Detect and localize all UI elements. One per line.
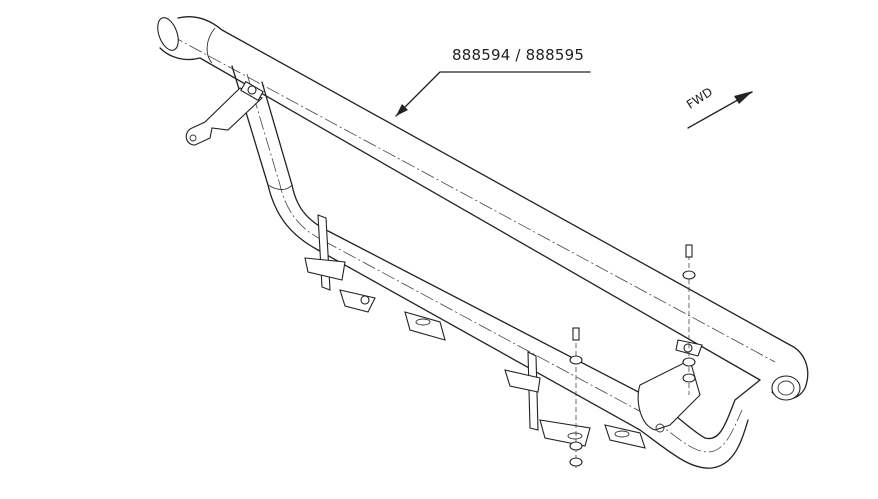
nut-icon <box>682 373 696 383</box>
center-right-bracket <box>504 351 646 449</box>
washer-icon <box>569 441 583 451</box>
upper-tube <box>157 16 809 401</box>
center-left-bracket <box>304 214 446 341</box>
left-mount-bracket <box>185 80 264 146</box>
washer-icon <box>569 355 583 365</box>
washer-icon <box>682 357 696 367</box>
leader-arrowhead-icon <box>396 104 408 116</box>
washer-icon <box>682 270 696 280</box>
part-leader-line <box>395 71 591 117</box>
part-number-label: 888594 / 888595 <box>452 46 585 64</box>
fwd-arrowhead-icon <box>734 91 753 104</box>
bolt-icon <box>685 244 693 258</box>
nut-icon <box>569 457 583 467</box>
fastener-stack-center <box>569 327 583 470</box>
right-mount-bracket <box>637 339 703 433</box>
fastener-stack-right <box>682 244 696 395</box>
bolt-icon <box>572 327 580 341</box>
